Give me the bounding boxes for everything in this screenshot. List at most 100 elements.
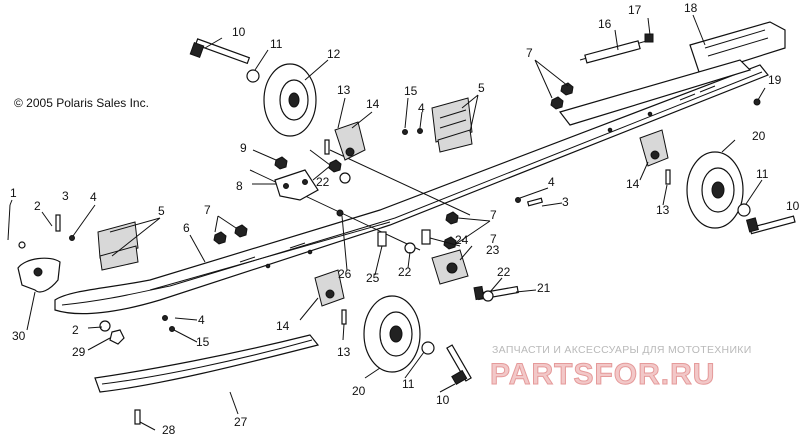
screw-13-bottom (341, 309, 347, 325)
callout-4: 4 (418, 101, 425, 115)
callout-5: 5 (478, 81, 485, 95)
callout-5b: 5 (158, 204, 165, 218)
pivot-arm-23 (431, 249, 469, 285)
callout-4b: 4 (90, 190, 97, 204)
nut-4-top (417, 128, 423, 134)
callout-1: 1 (10, 186, 17, 200)
bolt-10-bottom (446, 344, 472, 386)
screw-13-top (324, 139, 330, 155)
callout-4c: 4 (548, 175, 555, 189)
nut-9-b (328, 159, 342, 173)
nut-29 (109, 329, 125, 345)
callout-13b: 13 (656, 203, 670, 217)
callout-7b: 7 (204, 203, 211, 217)
nut-4-right (515, 197, 521, 203)
callout-14: 14 (366, 97, 380, 111)
callout-23: 23 (486, 243, 500, 257)
callout-29: 29 (72, 345, 86, 359)
callout-8: 8 (236, 179, 243, 193)
washer-22-c (482, 290, 494, 302)
nut-15-bottom (169, 326, 175, 332)
wheel-bracket-14-bottom (314, 269, 345, 307)
callout-7: 7 (526, 46, 533, 60)
callout-18: 18 (684, 1, 698, 15)
callout-11b: 11 (756, 167, 769, 181)
callout-15: 15 (404, 84, 418, 98)
callout-26: 26 (338, 267, 352, 281)
callout-3: 3 (62, 189, 69, 203)
nut-7-mid-a (445, 211, 459, 225)
nut-7-top-b (560, 82, 574, 96)
watermark-logo: PARTSFOR.RU (490, 358, 715, 391)
wheel-bracket-14-top (334, 121, 366, 161)
callout-22c: 22 (497, 265, 511, 279)
callout-22: 22 (316, 175, 330, 189)
bolt-21 (473, 285, 519, 301)
nut-7-left-b (234, 224, 248, 238)
callout-30: 30 (12, 329, 26, 343)
axle-16 (584, 40, 641, 64)
nut-4-left (69, 235, 75, 241)
bolt-10-top (189, 38, 251, 65)
callout-14c: 14 (276, 319, 290, 333)
leader-lines (9, 14, 766, 431)
callout-21: 21 (537, 281, 551, 295)
callout-7c: 7 (490, 208, 497, 222)
washer-22-b (404, 242, 416, 254)
washer-2 (99, 320, 111, 332)
callout-3b: 3 (562, 195, 569, 209)
callout-13: 13 (337, 83, 351, 97)
nut-19 (753, 98, 761, 106)
slide-wear-strip (94, 334, 320, 393)
watermark-caption: ЗАПЧАСТИ И АКСЕССУАРЫ ДЛЯ МОТОТЕХНИКИ (492, 344, 752, 356)
callout-22b: 22 (398, 265, 412, 279)
callout-20b: 20 (352, 384, 366, 398)
callout-2b: 2 (72, 323, 79, 337)
stop-block-5-top (431, 97, 473, 153)
callout-6: 6 (183, 221, 190, 235)
rail-tip (17, 257, 61, 293)
screw-13-right (665, 169, 671, 185)
wheel-bracket-14-right (639, 129, 669, 167)
callout-17: 17 (628, 3, 642, 17)
callout-28: 28 (162, 423, 176, 436)
screw-3-right (526, 197, 544, 207)
idler-wheel-12 (263, 63, 317, 137)
washer-22-a (339, 172, 351, 184)
callout-7d: 7 (490, 232, 497, 246)
callout-11c: 11 (402, 377, 415, 391)
callout-9: 9 (240, 141, 247, 155)
suspension-rail (54, 64, 769, 315)
washer-11-top (246, 69, 260, 83)
copyright-text: © 2005 Polaris Sales Inc. (14, 96, 149, 110)
nut-7-left-a (213, 231, 227, 245)
stud-1 (7, 204, 11, 241)
callout-4d: 4 (198, 313, 205, 327)
callout-27: 27 (234, 415, 248, 429)
bolt-10-right (745, 215, 796, 235)
washer-11-bottom (421, 341, 435, 355)
callout-15b: 15 (196, 335, 210, 349)
mount-plate-8 (274, 169, 319, 201)
nut-15-top (402, 129, 408, 135)
screw-28 (134, 409, 141, 425)
nut-4-bottom (162, 315, 168, 321)
callout-25: 25 (366, 271, 380, 285)
callout-11: 11 (270, 37, 283, 51)
upper-rail-section (558, 59, 752, 126)
callout-labels: 10 11 12 13 14 15 4 5 16 17 18 7 19 9 22… (10, 1, 800, 436)
screw-3-left (55, 214, 61, 232)
spacer-24 (421, 229, 431, 245)
stop-block-5-left (97, 221, 139, 271)
callout-13c: 13 (337, 345, 351, 359)
nut-7-top-a (550, 96, 564, 110)
nut-17 (644, 33, 654, 43)
callout-20: 20 (752, 129, 766, 143)
idler-wheel-20-right (686, 151, 744, 229)
spacer-25 (377, 231, 387, 247)
rail-end-bracket (689, 21, 786, 76)
idler-wheel-20-bottom (363, 295, 421, 373)
callout-10c: 10 (436, 393, 450, 407)
callout-10: 10 (232, 25, 246, 39)
